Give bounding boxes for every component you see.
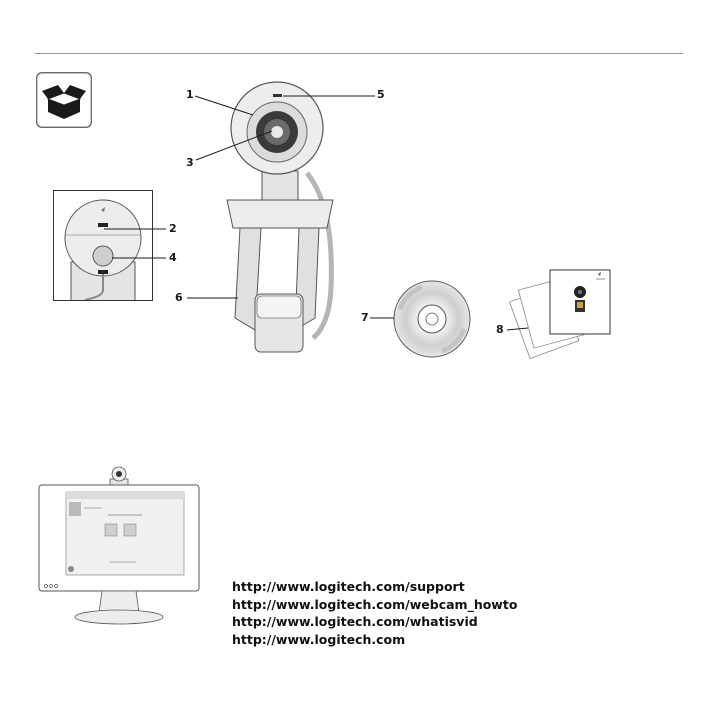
callout-1: 1 [186, 89, 194, 101]
link-logitech-home[interactable]: http://www.logitech.com [232, 631, 517, 649]
callout-3: 3 [186, 157, 194, 169]
callout-5: 5 [377, 89, 385, 101]
callout-6: 6 [175, 292, 183, 304]
support-links: http://www.logitech.com/support http://w… [232, 578, 517, 648]
callout-8: 8 [496, 324, 504, 336]
link-whatisvid[interactable]: http://www.logitech.com/whatisvid [232, 613, 517, 631]
link-webcam-howto[interactable]: http://www.logitech.com/webcam_howto [232, 596, 517, 614]
callout-7: 7 [361, 312, 369, 324]
link-support[interactable]: http://www.logitech.com/support [232, 578, 517, 596]
callout-2: 2 [169, 223, 177, 235]
callout-4: 4 [169, 252, 177, 264]
